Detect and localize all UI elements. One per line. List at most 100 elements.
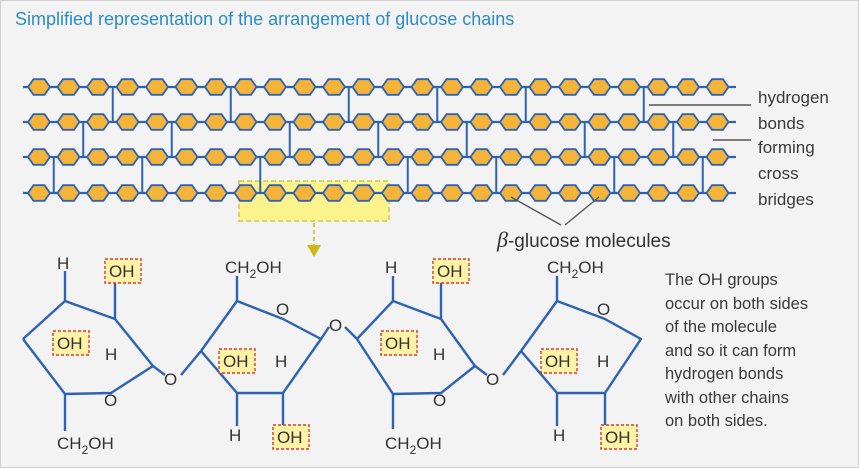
- ring2-h-bottom: H: [229, 426, 241, 445]
- glucose-hexagon: [115, 148, 140, 166]
- glucose-hexagon: [262, 148, 288, 166]
- glucose-hexagon: [115, 113, 140, 131]
- glucose-hexagon: [321, 78, 347, 96]
- glucose-hexagon: [321, 148, 347, 166]
- glucose-hexagon: [292, 148, 317, 166]
- glucose-hexagon: [439, 113, 465, 131]
- glucose-hexagon: [498, 113, 524, 131]
- glucose-hexagon: [380, 184, 406, 202]
- leader-beta-left: [510, 196, 562, 226]
- glucose-hexagon: [705, 113, 730, 131]
- glucose-hexagon: [233, 148, 258, 166]
- glucose-hexagon: [410, 113, 435, 131]
- glucose-hexagon: [174, 148, 199, 166]
- note-line: and so it can form: [665, 341, 797, 360]
- glucose-hexagon: [557, 113, 583, 131]
- link-3a: [474, 365, 488, 376]
- glucose-hexagon: [616, 78, 642, 96]
- link-3b: [502, 350, 522, 376]
- glucose-hexagon: [321, 184, 347, 202]
- glucose-hexagon: [85, 148, 111, 166]
- beta-glucose-label: β-glucose molecules: [497, 227, 671, 253]
- diagram-title: Simplified representation of the arrange…: [15, 9, 515, 29]
- ring4-oh-mid-text: OH: [545, 352, 571, 371]
- ring4-oh-bottom-text: OH: [605, 428, 631, 447]
- glucose-hexagon: [115, 184, 140, 202]
- glucose-hexagon: [675, 148, 701, 166]
- glucose-hexagon: [410, 184, 435, 202]
- glucose-hexagon: [56, 78, 81, 96]
- link-o-2: O: [329, 316, 342, 335]
- glucose-ring-2: [200, 299, 323, 395]
- glucose-hexagon: [26, 78, 52, 96]
- glucose-hexagon: [469, 113, 494, 131]
- ring4-o-ring: O: [597, 300, 610, 319]
- glucose-hexagon: [587, 113, 612, 131]
- ring2-oh-mid-text: OH: [223, 352, 249, 371]
- ring1-o-ring: O: [104, 391, 117, 410]
- glucose-hexagon: [144, 113, 170, 131]
- ring4-oh-mid: [540, 348, 578, 374]
- glucose-hexagon: [557, 184, 583, 202]
- label-cross-bridges: forming cross bridges: [758, 135, 815, 213]
- glucose-hexagon: [498, 148, 524, 166]
- glucose-hexagon: [469, 148, 494, 166]
- link-2a: [320, 326, 330, 340]
- glucose-hexagon: [233, 78, 258, 96]
- ring3-oh-top: [432, 258, 470, 284]
- glucose-hexagon: [233, 184, 258, 202]
- ring1-oh-left-text: OH: [57, 334, 83, 353]
- glucose-hexagon: [587, 148, 612, 166]
- glucose-hexagon: [233, 113, 258, 131]
- ring2-ch2oh: CH2OH: [225, 258, 282, 281]
- glucose-hexagon: [705, 184, 730, 202]
- glucose-hexagon: [380, 113, 406, 131]
- ring2-oh-bottom-text: OH: [277, 428, 303, 447]
- ring1-oh-top: [104, 258, 142, 284]
- glucose-hexagon: [85, 78, 111, 96]
- ring1-h-mid: H: [105, 345, 117, 364]
- glucose-hexagon: [528, 78, 553, 96]
- note-line: The OH groups: [665, 271, 778, 289]
- ring4-oh-bottom: [600, 424, 638, 450]
- link-2b: [344, 326, 358, 340]
- glucose-hexagon: [144, 148, 170, 166]
- glucose-hexagon: [705, 78, 730, 96]
- glucose-hexagon: [262, 78, 288, 96]
- glucose-hexagon: [174, 113, 199, 131]
- glucose-hexagon: [351, 78, 376, 96]
- glucose-hexagon: [410, 78, 435, 96]
- glucose-hexagon: [292, 78, 317, 96]
- note-line: hydrogen bonds: [665, 365, 784, 383]
- glucose-hexagon: [528, 113, 553, 131]
- glucose-hexagon: [380, 78, 406, 96]
- leader-beta-right: [564, 196, 600, 226]
- glucose-hexagon: [675, 78, 701, 96]
- ring1-oh-top-text: OH: [109, 262, 135, 281]
- ring3-h-mid: H: [433, 345, 445, 364]
- note-line: occur on both sides: [665, 294, 809, 313]
- glucose-hexagon: [56, 148, 81, 166]
- glucose-hexagon: [528, 148, 553, 166]
- glucose-hexagon: [498, 78, 524, 96]
- glucose-hexagon: [262, 113, 288, 131]
- label-forming: forming: [758, 138, 815, 157]
- glucose-hexagon: [469, 78, 494, 96]
- ring4-ch2oh: CH2OH: [547, 258, 604, 281]
- link-1b: [180, 350, 202, 376]
- glucose-hexagon: [203, 148, 229, 166]
- link-1a: [152, 365, 166, 376]
- glucose-hexagon: [528, 184, 553, 202]
- ring2-h-mid: H: [275, 352, 287, 371]
- glucose-hexagon: [498, 184, 524, 202]
- label-hydrogen: hydrogen: [758, 88, 829, 107]
- glucose-hexagon: [469, 184, 494, 202]
- glucose-hexagon: [439, 78, 465, 96]
- oh-groups-note: The OH groups occur on both sides of the…: [665, 269, 855, 434]
- label-cross: cross: [758, 164, 799, 183]
- glucose-hexagon: [115, 78, 140, 96]
- ring4-h-bottom: H: [553, 426, 565, 445]
- glucose-hexagon: [646, 113, 671, 131]
